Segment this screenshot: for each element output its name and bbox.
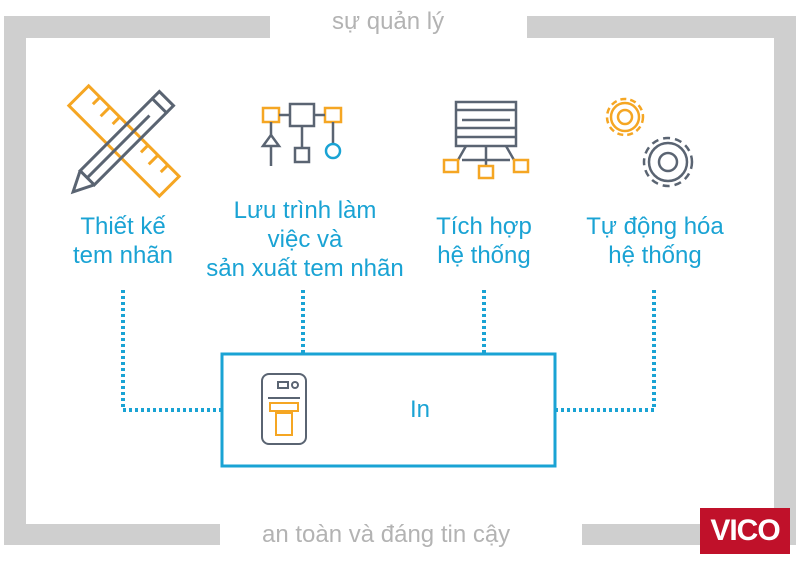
vico-logo: VICO — [700, 508, 790, 554]
node-line: Tích hợp — [436, 213, 532, 240]
node-line: hệ thống — [608, 242, 702, 269]
connectors — [121, 290, 656, 412]
connector-design — [121, 290, 222, 412]
gears-icon — [605, 97, 694, 188]
node-label-design: Thiết kế tem nhãn — [48, 212, 198, 270]
node-line: Lưu trình làm — [233, 197, 377, 224]
server-network-icon — [442, 100, 530, 180]
node-line: sản xuất tem nhãn — [206, 255, 404, 282]
connector-automation — [555, 290, 656, 412]
node-line: hệ thống — [437, 242, 531, 269]
frame-top-label: sự quản lý — [332, 8, 445, 35]
print-label: In — [409, 396, 430, 423]
node-line: Thiết kế — [80, 213, 166, 240]
node-line: Tự động hóa — [586, 213, 724, 240]
node-label-workflow: Lưu trình làm việc và sản xuất tem nhãn — [192, 196, 418, 283]
frame-bottom-label: an toàn và đáng tin cậy — [262, 521, 511, 548]
node-label-automation: Tự động hóa hệ thống — [570, 212, 740, 270]
flowchart-icon — [260, 102, 343, 166]
node-line: tem nhãn — [72, 242, 174, 269]
printer-icon — [261, 373, 307, 445]
pencil-ruler-icon — [66, 83, 182, 199]
node-line: việc và — [267, 226, 343, 253]
node-label-integration: Tích hợp hệ thống — [409, 212, 559, 270]
